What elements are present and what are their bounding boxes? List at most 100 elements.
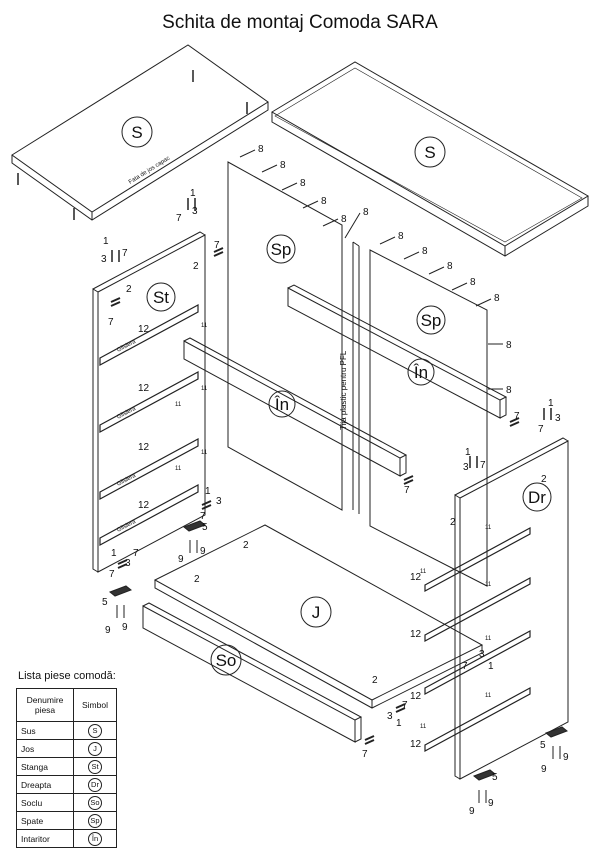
callout-7: 7 — [214, 240, 220, 251]
legend-table: Denumire piesa Simbol Sus S Jos J Stanga… — [16, 688, 117, 848]
label-top-panel: S — [131, 123, 142, 142]
callout-7: 7 — [402, 700, 408, 711]
callout-9: 9 — [541, 764, 547, 775]
callout-2: 2 — [243, 540, 249, 551]
callout-7: 7 — [200, 511, 206, 522]
rail-right — [287, 284, 508, 419]
callout-7: 7 — [404, 485, 410, 496]
callout-11: 11 — [420, 724, 427, 730]
callout-3: 3 — [479, 649, 485, 660]
callout-12: 12 — [410, 691, 422, 702]
legend-row-name: Soclu — [16, 793, 74, 812]
legend-row-name: Dreapta — [16, 775, 74, 794]
callout-8: 8 — [506, 340, 512, 351]
label-top-panel-2: S — [424, 143, 435, 162]
left-slides — [99, 303, 199, 547]
callout-12: 12 — [138, 324, 150, 335]
callout-3: 3 — [387, 711, 393, 722]
callout-3: 3 — [125, 558, 131, 569]
label-rail-right: În — [413, 363, 428, 382]
callout-7: 7 — [122, 248, 128, 259]
label-back-right: Sp — [421, 311, 442, 330]
table-row: Dreapta Dr — [16, 775, 117, 794]
label-left-side: St — [153, 288, 169, 307]
callout-2: 2 — [193, 261, 199, 272]
callout-8: 8 — [398, 231, 404, 242]
callout-7: 7 — [109, 569, 115, 580]
legend-row-name: Intaritor — [16, 829, 74, 848]
callout-2: 2 — [194, 574, 200, 585]
legend-row-symbol: So — [88, 795, 102, 810]
callout-11: 11 — [420, 569, 427, 575]
top-panel-underside — [11, 44, 269, 221]
table-row: Jos J — [16, 739, 117, 758]
legend-row-symbol: În — [88, 831, 102, 846]
pfl-rod-note: Tija plastic pentru PFL — [339, 350, 348, 430]
right-slides — [424, 526, 531, 753]
callout-12: 12 — [138, 442, 150, 453]
callout-7: 7 — [108, 317, 114, 328]
legend-row-symbol: J — [88, 741, 102, 756]
legend-row-symbol: Dr — [88, 777, 102, 792]
callout-2: 2 — [372, 675, 378, 686]
callout-9: 9 — [122, 622, 128, 633]
callout-11: 11 — [485, 636, 492, 642]
label-plinth: So — [216, 651, 237, 670]
label-rail-left: În — [274, 395, 289, 414]
callout-9: 9 — [178, 554, 184, 565]
callout-8: 8 — [280, 160, 286, 171]
callout-8: 8 — [494, 293, 500, 304]
table-row: Intaritor În — [16, 829, 117, 848]
callout-7: 7 — [176, 213, 182, 224]
callout-1: 1 — [205, 486, 211, 497]
callout-5: 5 — [540, 740, 546, 751]
callout-11: 11 — [175, 402, 182, 408]
table-row: Stanga St — [16, 757, 117, 776]
table-row: Spate Sp — [16, 811, 117, 830]
label-bottom: J — [312, 603, 321, 622]
plinth-panel — [142, 602, 363, 743]
callout-11: 11 — [201, 323, 208, 329]
callout-2: 2 — [541, 474, 547, 485]
callout-2: 2 — [450, 517, 456, 528]
callout-7: 7 — [362, 749, 368, 760]
callout-7: 7 — [480, 460, 486, 471]
callout-8: 8 — [363, 207, 369, 218]
label-right-side: Dr — [528, 488, 546, 507]
pfl-rod — [352, 241, 360, 514]
legend-row-name: Sus — [16, 721, 74, 740]
callout-8: 8 — [506, 385, 512, 396]
callout-9: 9 — [105, 625, 111, 636]
callout-8: 8 — [447, 261, 453, 272]
callout-12: 12 — [138, 500, 150, 511]
drawing-title: Schita de montaj Comoda SARA — [162, 12, 438, 33]
callout-1: 1 — [111, 548, 117, 559]
front-note: Fata de jos capac — [128, 156, 171, 186]
callout-7: 7 — [538, 424, 544, 435]
callout-12: 12 — [138, 383, 150, 394]
callout-1: 1 — [465, 447, 471, 458]
callout-3: 3 — [463, 462, 469, 473]
callout-12: 12 — [410, 572, 422, 583]
callout-8: 8 — [422, 246, 428, 257]
callout-11: 11 — [201, 386, 208, 392]
legend-row-symbol: S — [88, 723, 102, 738]
callout-9: 9 — [200, 546, 206, 557]
bottom-panel — [153, 524, 484, 709]
callout-7: 7 — [133, 548, 139, 559]
callout-3: 3 — [192, 206, 198, 217]
callout-11: 11 — [485, 525, 492, 531]
legend-row-name: Spate — [16, 811, 74, 830]
callout-3: 3 — [216, 496, 222, 507]
legend-row-name: Stanga — [16, 757, 74, 776]
callout-9: 9 — [469, 806, 475, 817]
callout-9: 9 — [563, 752, 569, 763]
callout-7: 7 — [514, 411, 520, 422]
legend-row-symbol: Sp — [88, 813, 102, 828]
left-side-panel — [92, 231, 206, 573]
right-side-panel — [454, 437, 569, 780]
legend-header-row: Denumire piesa Simbol — [16, 688, 117, 722]
back-panel-right — [369, 249, 488, 587]
callout-9: 9 — [488, 798, 494, 809]
callout-11: 11 — [485, 693, 492, 699]
